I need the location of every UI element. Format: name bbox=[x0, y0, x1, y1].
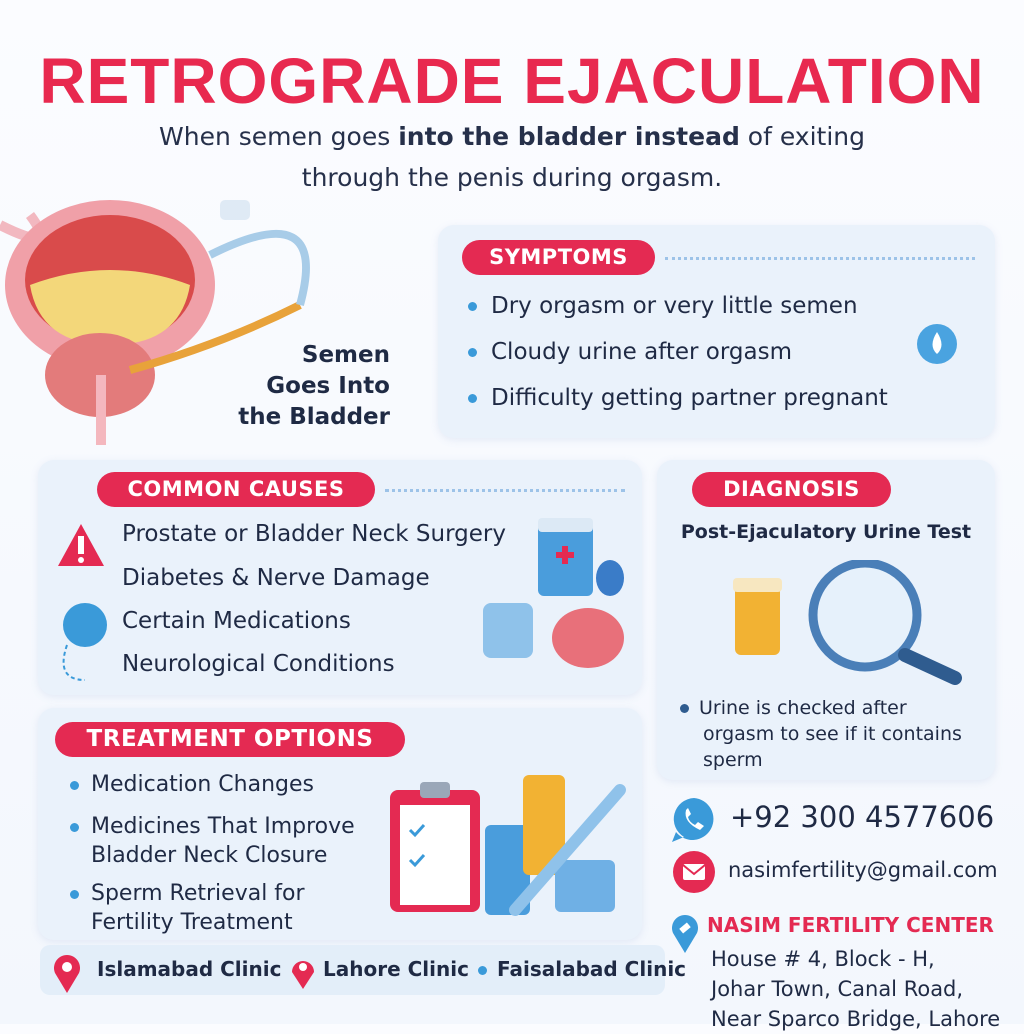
subtitle-emphasis: into the bladder instead bbox=[398, 122, 740, 151]
cause-item: Certain Medications bbox=[122, 608, 351, 634]
subtitle-line-1: When semen goes into the bladder instead… bbox=[0, 122, 1024, 151]
divider bbox=[665, 257, 975, 260]
center-name: NASIM FERTILITY CENTER bbox=[707, 913, 994, 937]
pills-brain-illustration bbox=[483, 518, 624, 668]
treatment-heading: TREATMENT OPTIONS bbox=[55, 722, 405, 757]
illustration-label: Semen Goes Into the Bladder bbox=[220, 340, 390, 433]
divider bbox=[385, 489, 625, 492]
diagnosis-heading: DIAGNOSIS bbox=[692, 472, 891, 507]
address: House # 4, Block - H, Johar Town, Canal … bbox=[711, 944, 1000, 1034]
bullet-icon bbox=[478, 966, 487, 975]
medication-icon bbox=[62, 603, 107, 681]
location-pin-icon bbox=[54, 955, 80, 993]
symptom-text: Dry orgasm or very little semen bbox=[491, 293, 858, 319]
symptom-item: Cloudy urine after orgasm bbox=[468, 339, 792, 365]
treatment-text: Sperm Retrieval for bbox=[91, 881, 305, 906]
label-line: the Bladder bbox=[238, 404, 390, 430]
location-pin-icon bbox=[292, 961, 314, 989]
symptom-text: Difficulty getting partner pregnant bbox=[491, 385, 888, 411]
note-text: Urine is checked after bbox=[699, 697, 907, 719]
bullet-icon bbox=[680, 704, 689, 713]
bullet-icon bbox=[468, 348, 477, 357]
cause-item: Diabetes & Nerve Damage bbox=[122, 565, 430, 591]
causes-heading: COMMON CAUSES bbox=[97, 472, 375, 507]
bullet-icon bbox=[468, 302, 477, 311]
address-line: House # 4, Block - H, bbox=[711, 947, 935, 971]
symptom-item: Difficulty getting partner pregnant bbox=[468, 385, 888, 411]
clinic-faisalabad: Faisalabad Clinic bbox=[497, 957, 687, 981]
treatment-text: Medicines That Improve bbox=[91, 814, 355, 839]
clinic-islamabad: Islamabad Clinic bbox=[97, 957, 282, 981]
label-line: Goes Into bbox=[266, 373, 390, 399]
bullet-icon bbox=[70, 889, 79, 899]
phone-number[interactable]: +92 300 4577606 bbox=[730, 800, 995, 834]
subtitle-line-2: through the penis during orgasm. bbox=[301, 163, 723, 192]
treatment-item: Medication Changes bbox=[70, 772, 314, 797]
label-line: Semen bbox=[301, 342, 390, 368]
cause-item: Prostate or Bladder Neck Surgery bbox=[122, 521, 506, 547]
subtitle-text: of exiting bbox=[739, 122, 865, 151]
warning-icon bbox=[58, 524, 104, 566]
treatment-text: Bladder Neck Closure bbox=[91, 843, 328, 868]
clinics-bar bbox=[40, 945, 665, 995]
cause-item: Neurological Conditions bbox=[122, 651, 395, 677]
treatment-text: Medication Changes bbox=[91, 772, 314, 797]
clinic-lahore: Lahore Clinic bbox=[323, 957, 469, 981]
note-line: Urine is checked after bbox=[680, 695, 962, 721]
bladder-illustration bbox=[0, 200, 310, 445]
page-title: RETROGRADE EJACULATION bbox=[39, 45, 985, 117]
email-address[interactable]: nasimfertility@gmail.com bbox=[728, 858, 998, 882]
bullet-icon bbox=[70, 822, 79, 832]
treatment-illustration bbox=[390, 775, 626, 916]
symptom-text: Cloudy urine after orgasm bbox=[491, 339, 793, 365]
phone-icon bbox=[672, 798, 714, 842]
address-line: Near Sparco Bridge, Lahore bbox=[711, 1007, 1001, 1031]
water-drop-icon bbox=[917, 324, 957, 364]
subtitle-text: When semen goes bbox=[159, 122, 399, 151]
address-line: Johar Town, Canal Road, bbox=[711, 977, 964, 1001]
bullet-icon bbox=[468, 394, 477, 403]
treatment-text: Fertility Treatment bbox=[91, 910, 293, 935]
bullet-icon bbox=[70, 780, 79, 790]
symptom-item: Dry orgasm or very little semen bbox=[468, 293, 858, 319]
note-line: orgasm to see if it contains bbox=[703, 723, 962, 745]
urine-test-illustration bbox=[733, 560, 962, 685]
email-icon bbox=[673, 851, 715, 893]
symptoms-heading: SYMPTOMS bbox=[462, 240, 655, 275]
location-pin-icon bbox=[672, 915, 698, 953]
diagnosis-note: Urine is checked after orgasm to see if … bbox=[680, 695, 962, 773]
note-line: sperm bbox=[703, 749, 763, 771]
diagnosis-subheading: Post-Ejaculatory Urine Test bbox=[680, 521, 972, 543]
